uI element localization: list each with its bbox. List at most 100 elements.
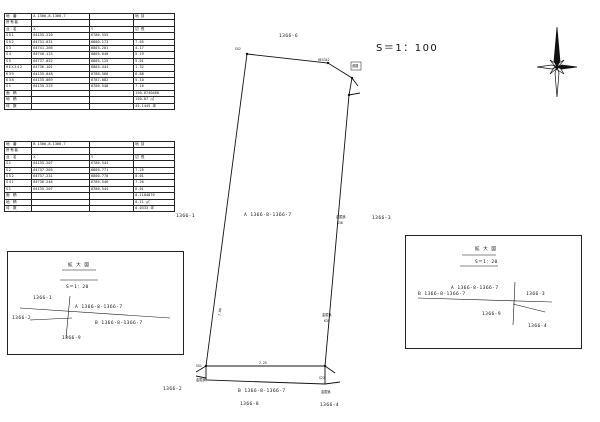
point-s51-mark: 金属鋲 (196, 378, 206, 382)
neighbor-1366-8: 1366-8 (240, 402, 259, 407)
table-cell: 0.0333 坪 (133, 205, 175, 213)
neighbor-1366-3: 1366-3 (372, 216, 391, 221)
table-cell: 坪 数 (3, 205, 33, 213)
table-row: 所有者 (3, 147, 175, 155)
table-cell: 6786.555 (88, 32, 135, 40)
zoom-right-scale: S＝1：20 (475, 260, 498, 265)
table-cell (133, 32, 175, 40)
table-cell: S41 (3, 179, 33, 187)
table-cell: 6800.173 (88, 38, 135, 47)
table-cell: 6800.770 (88, 172, 135, 181)
table-cell (88, 147, 135, 155)
zoom-left-a: A 1366-8-1366-7 (75, 305, 123, 310)
zoom-left-1366-1: 1366-1 (33, 296, 52, 301)
table-cell: 地 番 (3, 140, 33, 149)
zoom-left-b: B 1366-8-1366-7 (95, 321, 143, 326)
table-cell (88, 205, 135, 213)
table-cell: 45.1445 坪 (133, 102, 175, 111)
table-cell: 6805.040 (88, 51, 135, 59)
table-cell: 坪 数 (3, 102, 33, 111)
table-cell: 0.01 (133, 172, 175, 181)
point-k38-mark: 金属鋲 (336, 215, 346, 219)
point-s22: S22 (319, 376, 325, 380)
zoom-box-right (405, 235, 582, 349)
zoom-right-b: B 1366-8-1366-7 (418, 292, 466, 297)
neighbor-1366-2: 1366-2 (163, 387, 182, 392)
zoom-right-title: 拡 大 図 (475, 247, 497, 252)
table-cell: 6786.544 (88, 160, 135, 168)
table-cell: 地 目 (133, 140, 175, 149)
table-cell: 6805.771 (88, 166, 135, 175)
point-k39: K39 (324, 319, 330, 323)
table-row: 坪 数 0.0333 坪 (3, 205, 175, 213)
road-mark: 道路 (352, 64, 359, 68)
table-cell: S52 (3, 172, 33, 181)
point-hex342: HEX342 (318, 58, 330, 62)
table-cell: 6786.544 (88, 185, 135, 194)
zoom-left-1366-9: 1366-9 (62, 336, 81, 341)
table-cell: 所有者 (3, 19, 33, 27)
table-cell: 面 積 (3, 192, 33, 200)
table-cell: S1 (3, 160, 33, 168)
table-cell: 7.26 (133, 179, 175, 187)
table-cell: 6786.546 (88, 179, 135, 187)
table-cell: 7.65 (133, 38, 175, 47)
table-cell: 0.1104070 (133, 192, 175, 200)
table-cell (88, 140, 135, 149)
zoom-right-1366-4: 1366-4 (528, 324, 547, 329)
parcel-b-label: B 1366-8-1366-7 (238, 389, 286, 394)
table-cell: S1 (3, 185, 33, 194)
table-cell: Y (88, 153, 135, 162)
table-cell: S4 (3, 51, 33, 59)
neighbor-1366-6: 1366-6 (279, 34, 298, 39)
table-cell: S2 (3, 166, 33, 175)
zoom-left-title: 拡 大 図 (68, 263, 90, 268)
table-cell: 4.17 (133, 44, 175, 53)
parcel-a-label: A 1366-8-1366-7 (244, 213, 292, 218)
table-cell: 7.25 (133, 166, 175, 175)
zoom-right-a: A 1366-8-1366-7 (451, 286, 499, 291)
table-cell: 5.19 (133, 51, 175, 59)
point-s51: S51 (196, 364, 202, 368)
table-row: 面 積 0.1104070 (3, 192, 175, 200)
point-k39-mark: 金属鋲 (322, 313, 332, 317)
bottom-edge-length: 7.25 (259, 361, 267, 365)
zoom-right-1366-9: 1366-9 (482, 312, 501, 317)
table-cell (88, 192, 135, 200)
table-cell: S51 (3, 32, 33, 40)
table-cell: HEX342 (3, 64, 33, 72)
table-cell: 0.01 (133, 185, 175, 194)
table-cell: S3 (3, 44, 33, 53)
table-cell (133, 147, 175, 155)
table-cell: 150.0740460 (133, 89, 175, 98)
table-cell: 点 名 (3, 153, 33, 162)
zoom-left-1366-2: 1366-2 (12, 316, 31, 321)
zoom-left-scale: S＝1：20 (66, 285, 89, 290)
neighbor-1366-1: 1366-1 (176, 214, 195, 219)
zoom-right-1366-3: 1366-3 (526, 292, 545, 297)
table-cell: S52 (3, 38, 33, 47)
table-row: 坪 数 45.1445 坪 (3, 102, 175, 111)
